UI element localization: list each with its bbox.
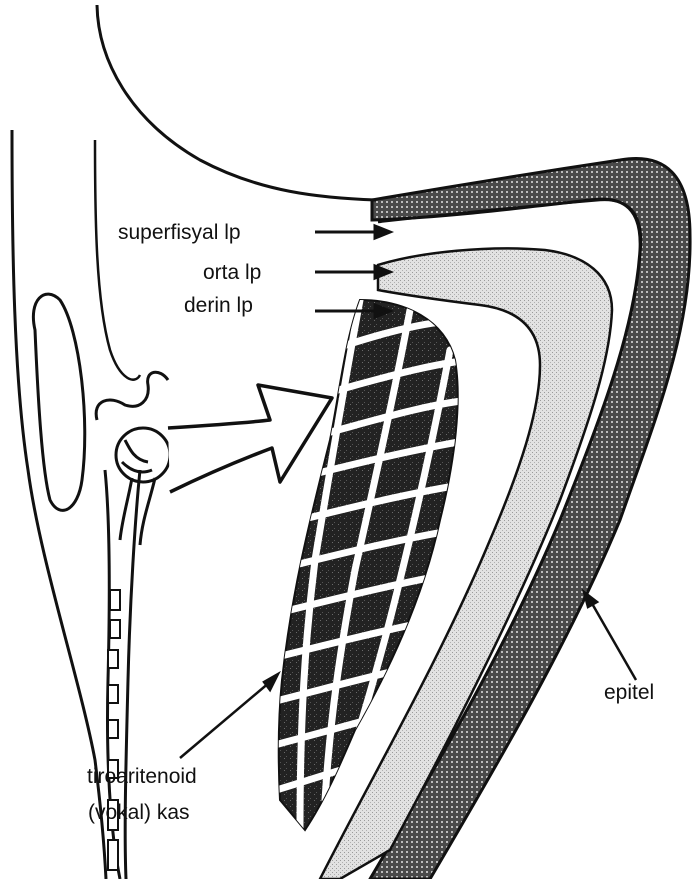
cartilage-oval xyxy=(33,294,84,510)
label-middle-lamina-propria: orta lp xyxy=(203,262,261,283)
epithelium-pointer xyxy=(584,592,636,680)
upper-surface-line xyxy=(97,5,376,200)
label-epithelium: epitel xyxy=(604,682,654,703)
muscle-pointer xyxy=(180,674,278,758)
label-deep-lamina-propria: derin lp xyxy=(184,295,253,316)
label-superficial-lamina-propria: superfisyal lp xyxy=(118,222,241,243)
label-thyroarytenoid-line2: (vokal) kas xyxy=(88,802,190,823)
zoom-arrow xyxy=(168,385,332,492)
label-thyroarytenoid-line1: tiroaritenoid xyxy=(87,766,197,787)
left-wall-inner xyxy=(95,140,140,380)
tube-segments xyxy=(108,590,120,870)
